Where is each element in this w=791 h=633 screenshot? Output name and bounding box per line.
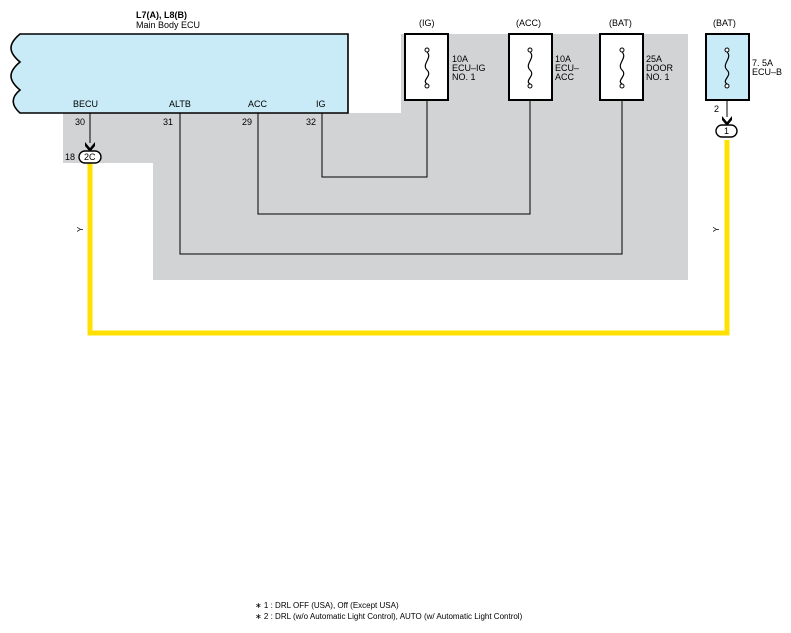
- connector-2c-pin: 18: [65, 152, 75, 162]
- fuse-ig-line2: NO. 1: [452, 72, 476, 82]
- connector-arrow-right: [722, 116, 732, 126]
- ecu-title: L7(A), L8(B): [136, 10, 187, 20]
- connector-1-label: 1: [724, 126, 729, 136]
- fuse-door-line2: NO. 1: [646, 72, 670, 82]
- terminal-ig: IG: [316, 99, 326, 109]
- connector-2c-label: 2C: [84, 152, 96, 162]
- pin-31: 31: [163, 117, 173, 127]
- terminal-becu: BECU: [73, 99, 98, 109]
- fuse-ecu-b: [705, 33, 750, 101]
- fuse-ecu-ig: [404, 33, 449, 101]
- wire-acc: [257, 88, 531, 215]
- fuse-door-no1: [599, 33, 644, 101]
- footnote-2: ∗ 2 : DRL (w/o Automatic Light Control),…: [255, 612, 523, 621]
- connector-1-pin: 2: [714, 104, 719, 114]
- pin-29: 29: [242, 117, 252, 127]
- wire-color-left: Y: [76, 226, 85, 232]
- footnotes: ∗ 1 : DRL OFF (USA), Off (Except USA) ∗ …: [255, 600, 522, 622]
- footnote-1: ∗ 1 : DRL OFF (USA), Off (Except USA): [255, 601, 399, 610]
- fuse-ig-line1: ECU–IG: [452, 63, 486, 73]
- fuse-door-line1: DOOR: [646, 63, 674, 73]
- fuse-source-acc: (ACC): [516, 18, 541, 28]
- pin-30: 30: [75, 117, 85, 127]
- fuse-ecu-b-line1: ECU–B: [752, 67, 782, 77]
- pin-32: 32: [306, 117, 316, 127]
- fuse-acc-line1: ECU–: [555, 63, 579, 73]
- yellow-wire-y: [87, 140, 730, 336]
- fuse-ecu-b-amps: 7. 5A: [752, 58, 773, 68]
- fuse-source-bat-2: (BAT): [713, 18, 736, 28]
- fuse-ecu-acc: [508, 33, 553, 101]
- fuse-source-bat-1: (BAT): [609, 18, 632, 28]
- fuse-source-ig: (IG): [419, 18, 435, 28]
- terminal-altb: ALTB: [169, 99, 191, 109]
- thin-wires: [89, 88, 728, 255]
- fuse-acc-line2: ACC: [555, 72, 575, 82]
- wire-altb: [179, 88, 623, 255]
- ecu-subtitle: Main Body ECU: [136, 20, 200, 30]
- connector-2c: [78, 150, 102, 164]
- terminal-acc: ACC: [248, 99, 268, 109]
- wire-color-right: Y: [712, 226, 721, 232]
- main-body-ecu-box: [10, 33, 349, 114]
- connector-1: [715, 124, 738, 138]
- fuse-ig-amps: 10A: [452, 54, 468, 64]
- wire-ig: [321, 88, 428, 178]
- fuse-door-amps: 25A: [646, 54, 662, 64]
- connector-arrow-ecu: [85, 142, 95, 152]
- fuse-acc-amps: 10A: [555, 54, 571, 64]
